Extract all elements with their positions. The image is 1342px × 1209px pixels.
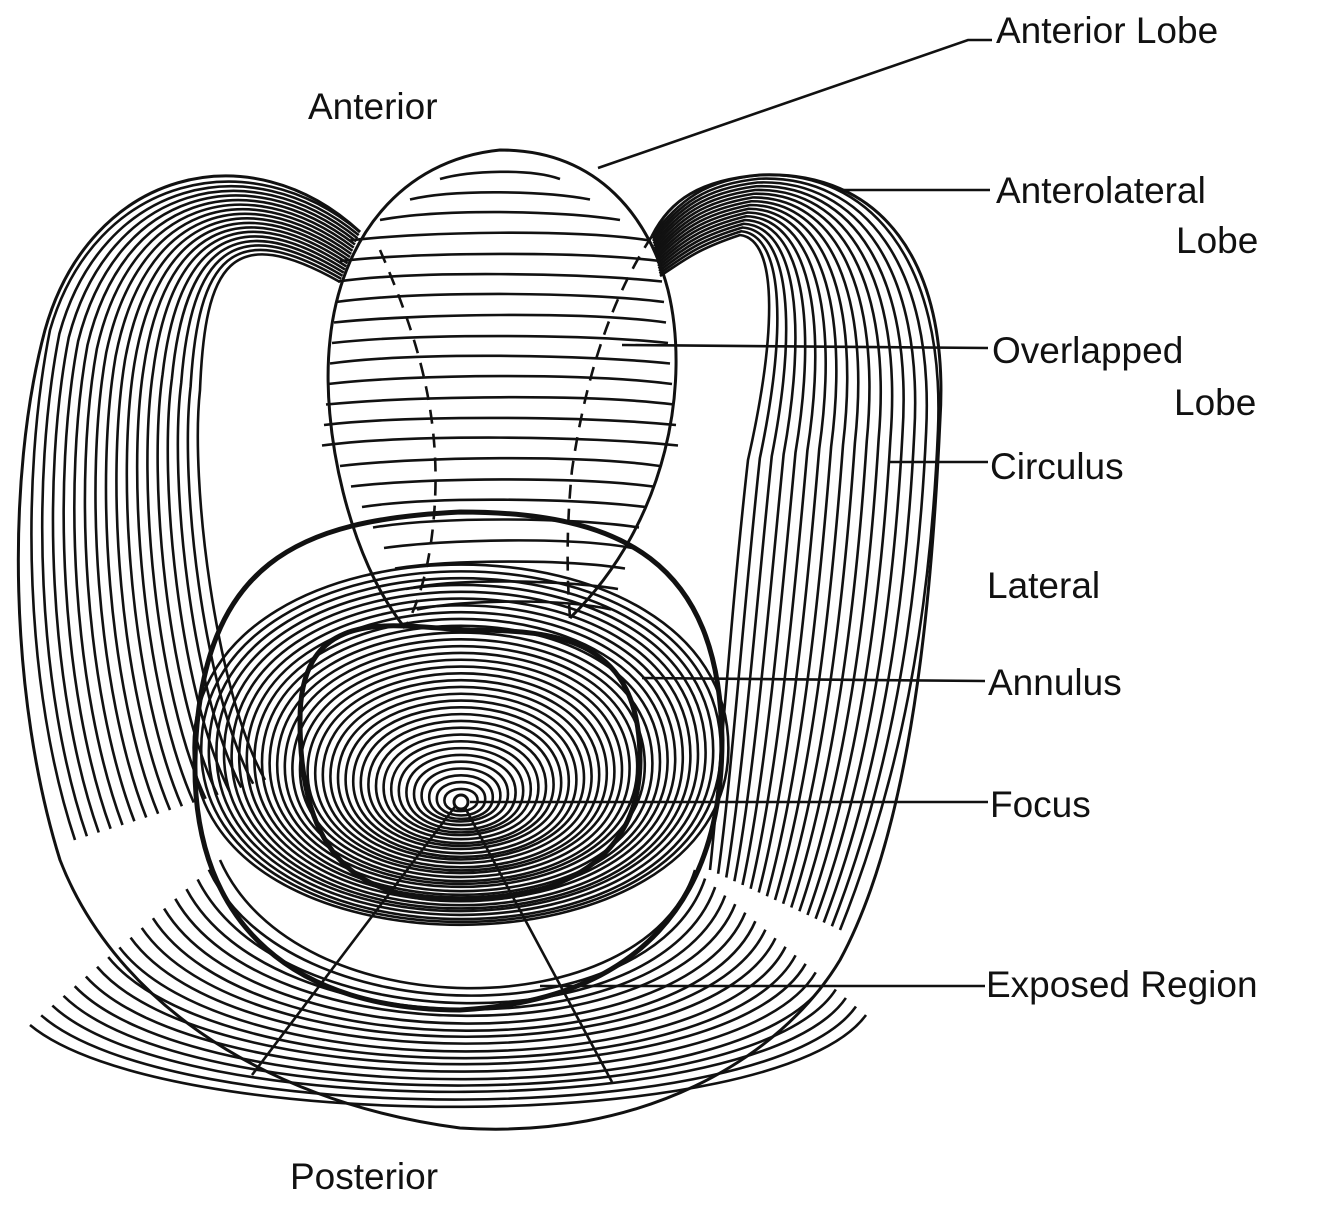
overlapped-lobe-boundary-right <box>568 236 652 618</box>
orientation-lateral: Lateral <box>987 567 1100 604</box>
focal-circuli <box>194 565 729 925</box>
circulus <box>95 209 352 817</box>
orientation-posterior: Posterior <box>290 1158 438 1195</box>
circulus <box>334 315 666 323</box>
circulus <box>324 418 676 425</box>
label-focus: Focus <box>990 786 1091 823</box>
label-circulus: Circulus <box>990 448 1124 485</box>
circulus <box>350 233 650 241</box>
label-annulus: Annulus <box>988 664 1122 701</box>
circulus <box>326 397 674 404</box>
circulus <box>440 172 560 179</box>
circulus <box>384 540 632 548</box>
label-anterolateral-line1: Anterolateral <box>996 172 1206 209</box>
leader-anterior-lobe <box>598 40 992 168</box>
circulus <box>660 235 769 870</box>
circulus <box>410 192 590 199</box>
circulus <box>336 294 664 302</box>
circulus <box>338 274 662 281</box>
label-exposed-region: Exposed Region <box>986 966 1258 1003</box>
circulus <box>373 519 639 527</box>
circulus <box>362 500 646 507</box>
circulus <box>654 186 904 919</box>
circulus <box>380 212 620 220</box>
label-anterolateral-line2: Lobe <box>1176 222 1258 259</box>
orientation-anterior: Anterior <box>308 88 438 125</box>
focus-point <box>454 795 468 809</box>
circulus <box>328 376 672 384</box>
circulus <box>158 236 345 795</box>
circulus <box>322 438 678 446</box>
label-anterior-lobe: Anterior Lobe <box>996 12 1218 49</box>
anterior-lobe-outline <box>328 150 676 628</box>
label-overlapped-line1: Overlapped <box>992 332 1183 369</box>
label-overlapped-line2: Lobe <box>1174 384 1256 421</box>
circulus <box>330 356 670 364</box>
circulus <box>340 254 660 261</box>
circulus <box>332 336 668 343</box>
circulus <box>351 479 653 486</box>
circulus <box>340 458 660 466</box>
circulus <box>653 179 927 927</box>
circulus <box>168 241 344 791</box>
